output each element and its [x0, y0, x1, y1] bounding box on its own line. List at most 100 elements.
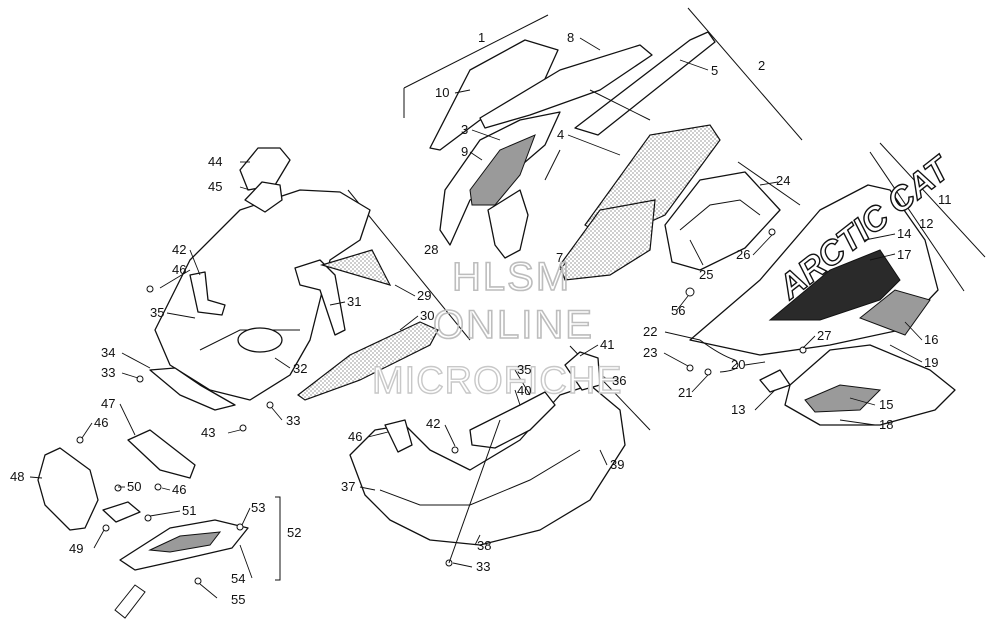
part-46-screw-c — [154, 483, 162, 491]
bracket-2 — [687, 7, 803, 141]
leader-34 — [121, 352, 151, 369]
lower-side-group — [37, 429, 281, 619]
part-24-detail — [679, 199, 761, 231]
part-46-bracket — [384, 419, 413, 453]
leader-45 — [239, 186, 251, 191]
part-50-block — [102, 501, 141, 523]
part-30-decal — [296, 321, 439, 401]
part-3-shield-shade — [469, 134, 536, 206]
callout-8: 8 — [567, 30, 574, 45]
callout-2: 2 — [758, 58, 765, 73]
leader-55 — [199, 583, 218, 599]
leader-49 — [93, 529, 105, 549]
callout-16: 16 — [924, 332, 938, 347]
side-panel-group: ARCTIC CAT — [664, 142, 986, 426]
part-42-bracket — [189, 271, 226, 316]
callout-53: 53 — [251, 500, 265, 515]
callout-25: 25 — [699, 267, 713, 282]
leader-24 — [759, 181, 779, 186]
part-56-grommet — [685, 287, 695, 297]
callout-26: 26 — [736, 247, 750, 262]
callout-4: 4 — [557, 127, 564, 142]
callout-9: 9 — [461, 144, 468, 159]
leader-lines — [29, 37, 923, 599]
part-27-clip — [799, 346, 807, 354]
callout-42-b: 42 — [426, 416, 440, 431]
part-23-plug — [686, 364, 694, 372]
callout-44: 44 — [208, 154, 222, 169]
callout-18: 18 — [879, 417, 893, 432]
part-34-trim — [149, 367, 236, 411]
callout-34: 34 — [101, 345, 115, 360]
callout-46-d: 46 — [172, 482, 186, 497]
callout-21: 21 — [678, 385, 692, 400]
part-36-bracket — [564, 351, 601, 391]
leader-56 — [676, 295, 689, 311]
part-15-decal — [804, 384, 882, 413]
callout-33-c: 33 — [476, 559, 490, 574]
watermark: HLSM ONLINE MICROFICHE — [371, 254, 622, 403]
callout-30: 30 — [420, 308, 434, 323]
callout-46-a: 46 — [172, 262, 186, 277]
callout-51: 51 — [182, 503, 196, 518]
callout-1: 1 — [478, 30, 485, 45]
part-33-guide — [448, 419, 501, 564]
part-7-strip — [487, 189, 529, 259]
callout-20: 20 — [731, 357, 745, 372]
leader-35a — [166, 312, 196, 319]
callout-43: 43 — [201, 425, 215, 440]
callout-38: 38 — [477, 538, 491, 553]
watermark-line-1: HLSM — [452, 255, 571, 299]
part-10-panel — [429, 39, 559, 151]
leader-42b — [444, 424, 456, 447]
bracket-1-top — [403, 14, 549, 89]
leader-27 — [802, 335, 816, 349]
part-33-screw-a — [136, 375, 144, 383]
callout-50: 50 — [127, 479, 141, 494]
callout-33-a: 33 — [101, 365, 115, 380]
callout-45: 45 — [208, 179, 222, 194]
leader-10 — [454, 89, 471, 94]
leader-46b — [367, 431, 389, 438]
leader-38 — [474, 534, 481, 546]
leader-33b — [271, 407, 283, 421]
leader-42a — [189, 249, 201, 276]
callout-46-c: 46 — [94, 415, 108, 430]
callout-29: 29 — [417, 288, 431, 303]
callout-15: 15 — [879, 397, 893, 412]
part-55-screw — [194, 577, 202, 585]
part-28-crease — [199, 329, 300, 351]
callout-23: 23 — [643, 345, 657, 360]
part-48-side-cover — [37, 447, 99, 531]
callout-54: 54 — [231, 571, 245, 586]
part-33-screw-b — [266, 401, 274, 409]
part-42-clip — [451, 446, 459, 454]
part-51-screw — [144, 514, 152, 522]
leader-43 — [227, 429, 241, 434]
part-40-liner — [469, 391, 556, 449]
callout-22: 22 — [643, 324, 657, 339]
bracket-12 — [869, 151, 965, 292]
callout-42-a: 42 — [172, 242, 186, 257]
callout-46-b: 46 — [348, 429, 362, 444]
leader-35b — [514, 369, 531, 396]
callout-40: 40 — [517, 383, 531, 398]
part-46-screw-a — [146, 285, 154, 293]
part-5-trim — [574, 31, 716, 136]
callout-27: 27 — [817, 328, 831, 343]
leader-21 — [691, 374, 709, 393]
leader-51 — [149, 510, 181, 517]
leader-22 — [664, 331, 701, 341]
windshield-group — [403, 7, 803, 281]
leader-3 — [471, 129, 501, 141]
leader-37 — [359, 486, 376, 491]
part-11-dark-stripe — [768, 249, 901, 321]
leader-32 — [274, 357, 291, 369]
part-46-screw-b — [76, 436, 84, 444]
callout-24: 24 — [776, 173, 790, 188]
callout-11: 11 — [938, 192, 952, 207]
callout-35-a: 35 — [150, 305, 164, 320]
belly-pan-group — [349, 345, 651, 567]
part-47-trim — [127, 429, 196, 479]
